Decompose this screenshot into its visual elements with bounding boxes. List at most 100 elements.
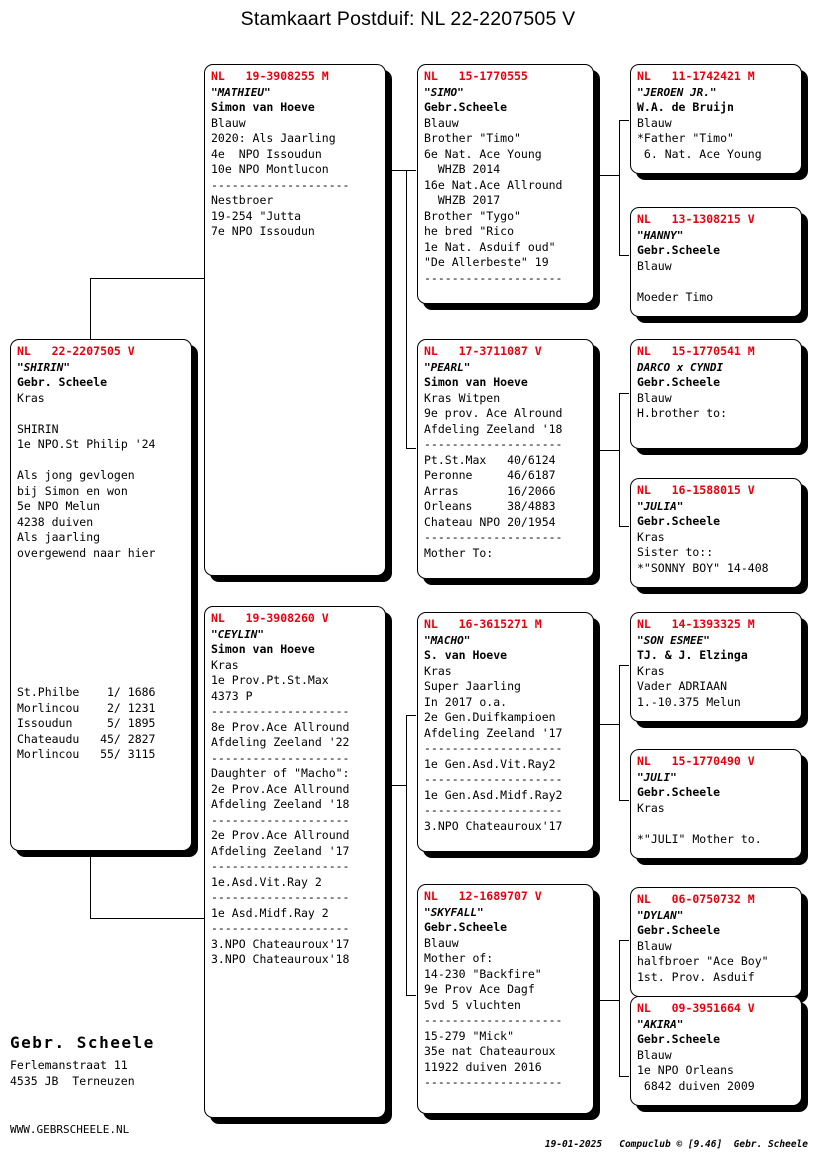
connector-g2b-stem	[386, 785, 406, 786]
detail-line: 6. Nat. Ace Young	[637, 146, 762, 161]
connector-g4c-vertical	[619, 665, 620, 800]
connector-g2a-stem	[386, 170, 406, 171]
detail-line: Afdeling Zeeland '18	[424, 421, 563, 436]
detail-line: --------------------	[424, 437, 563, 451]
detail-line: 16e Nat.Ace Allround	[424, 177, 563, 192]
gen4-0-detail-lines: Blauw*Father "Timo" 6. Nat. Ace Young	[637, 116, 801, 163]
detail-line: "De Allerbeste" 19	[424, 255, 549, 269]
subject-box[interactable]: NL 22-2207505 V "SHIRIN" Gebr. Scheele K…	[10, 339, 192, 851]
gen4-box-3[interactable]: NL 16-1588015 V "JULIA" Gebr.Scheele Kra…	[630, 478, 802, 588]
gen3-box-3[interactable]: NL 12-1689707 V "SKYFALL" Gebr.Scheele B…	[417, 884, 594, 1114]
detail-line: --------------------	[424, 1013, 563, 1027]
detail-line: Blauw	[424, 115, 459, 130]
gen4-box-4[interactable]: NL 14-1393325 M "SON ESMEE" TJ. & J. Elz…	[630, 612, 802, 722]
detail-line: --------------------	[424, 530, 563, 544]
gen4-1-ring-number: NL 13-1308215 V	[637, 212, 755, 226]
detail-line: 4373 P	[211, 688, 253, 703]
gen3-0-breeder: Gebr.Scheele	[424, 100, 508, 114]
detail-line: 7e NPO Issoudun	[211, 224, 315, 238]
footer-website[interactable]: WWW.GEBRSCHEELE.NL	[10, 1123, 130, 1136]
gen4-box-1[interactable]: NL 13-1308215 V "HANNY" Gebr.Scheele Bla…	[630, 207, 802, 317]
gen4-7-ring-number: NL 09-3951664 V	[637, 1001, 755, 1015]
detail-line: --------------------	[211, 921, 350, 935]
detail-line: 1e Asd.Midf.Ray 2	[211, 905, 329, 920]
gen4-1-breeder: Gebr.Scheele	[637, 243, 721, 257]
gen2-box-1[interactable]: NL 19-3908260 V "CEYLIN" Simon van Hoeve…	[204, 606, 386, 1118]
gen4-2-nickname: DARCO x CYNDI	[637, 360, 724, 374]
connector-g4a-vertical	[619, 120, 620, 255]
detail-line: 5e NPO Melun	[17, 499, 101, 513]
gen4-box-6[interactable]: NL 06-0750732 M "DYLAN" Gebr.Scheele Bla…	[630, 887, 802, 997]
detail-line: Issoudun 5/ 1895	[17, 716, 156, 730]
gen4-7-nickname: "AKIRA"	[637, 1017, 684, 1031]
detail-line: Mother of:	[424, 951, 494, 965]
detail-line: 1e Nat. Asduif oud"	[424, 239, 556, 254]
detail-line: Kras	[424, 663, 452, 678]
detail-line: 1e Gen.Asd.Midf.Ray2	[424, 787, 563, 802]
gen3-3-nickname: "SKYFALL"	[424, 905, 484, 919]
gen4-2-breeder: Gebr.Scheele	[637, 375, 721, 389]
detail-line: Als jaarling	[17, 530, 101, 544]
detail-line: Super Jaarling	[424, 679, 521, 693]
gen4-box-2[interactable]: NL 15-1770541 M DARCO x CYNDI Gebr.Schee…	[630, 339, 802, 449]
detail-line: Nestbroer	[211, 193, 274, 207]
connector-g4d-vertical	[619, 940, 620, 1076]
detail-line	[17, 406, 191, 422]
detail-line: Vader ADRIAAN	[637, 679, 728, 693]
detail-line: 14-230 "Backfire"	[424, 966, 542, 981]
detail-line: Brother "Timo"	[424, 131, 521, 145]
detail-line: 19-254 "Jutta	[211, 208, 302, 223]
detail-line: --------------------	[211, 177, 350, 192]
gen4-box-0[interactable]: NL 11-1742421 M "JEROEN JR." W.A. de Bru…	[630, 64, 802, 174]
gen2-1-ring-number: NL 19-3908260 V	[211, 611, 329, 625]
detail-line: 2020: Als Jaarling	[211, 131, 336, 145]
gen4-0-breeder: W.A. de Bruijn	[637, 100, 734, 114]
detail-line: Kras	[637, 800, 665, 815]
gen3-box-1[interactable]: NL 17-3711087 V "PEARL" Simon van Hoeve …	[417, 339, 594, 579]
detail-line: 3.NPO Chateauroux'18	[211, 952, 350, 966]
detail-line: Orleans 38/4883	[424, 499, 556, 513]
detail-line: *"SONNY BOY" 14-408	[637, 560, 769, 575]
detail-line: Kras	[17, 390, 45, 405]
detail-line: 2e Prov.Ace Allround	[211, 781, 350, 796]
gen2-0-ring-number: NL 19-3908255 M	[211, 69, 329, 83]
detail-line: --------------------	[211, 859, 350, 873]
detail-line: Kras	[637, 663, 665, 678]
connector-g3c-stem	[599, 724, 619, 725]
connector-g3a-top	[406, 170, 416, 171]
gen3-2-nickname: "MACHO"	[424, 633, 471, 647]
detail-line: --------------------	[424, 1075, 563, 1089]
detail-line: Blauw	[637, 258, 672, 273]
detail-line: 1e NPO.St Philip '24	[17, 437, 156, 451]
detail-line: --------------------	[424, 270, 563, 285]
detail-line: 10e NPO Montlucon	[211, 162, 329, 176]
subject-breeder: Gebr. Scheele	[17, 375, 108, 389]
gen3-1-nickname: "PEARL"	[424, 360, 471, 374]
gen3-box-2[interactable]: NL 16-3615271 M "MACHO" S. van Hoeve Kra…	[417, 612, 594, 852]
footer-address-line2: 4535 JB Terneuzen	[10, 1074, 135, 1088]
gen4-6-ring-number: NL 06-0750732 M	[637, 892, 755, 906]
detail-line: Als jong gevlogen	[17, 468, 135, 482]
detail-line: Blauw	[637, 115, 672, 130]
detail-line: Moeder Timo	[637, 289, 714, 304]
connector-g3b-top	[406, 715, 416, 716]
detail-line: halfbroer "Ace Boy"	[637, 954, 769, 968]
gen4-4-ring-number: NL 14-1393325 M	[637, 617, 755, 631]
detail-line: Morlincou 2/ 1231	[17, 700, 156, 715]
connector-g4c-bottom	[619, 800, 629, 801]
gen4-box-7[interactable]: NL 09-3951664 V "AKIRA" Gebr.Scheele Bla…	[630, 996, 802, 1106]
detail-line: 4e NPO Issoudun	[211, 146, 322, 161]
gen2-box-0[interactable]: NL 19-3908255 M "MATHIEU" Simon van Hoev…	[204, 64, 386, 576]
gen4-box-5[interactable]: NL 15-1770490 V "JULI" Gebr.Scheele Kras…	[630, 749, 802, 859]
connector-gen2-top	[90, 278, 204, 279]
connector-g2a-vertical	[406, 170, 407, 448]
detail-line: Mother To:	[424, 545, 494, 560]
